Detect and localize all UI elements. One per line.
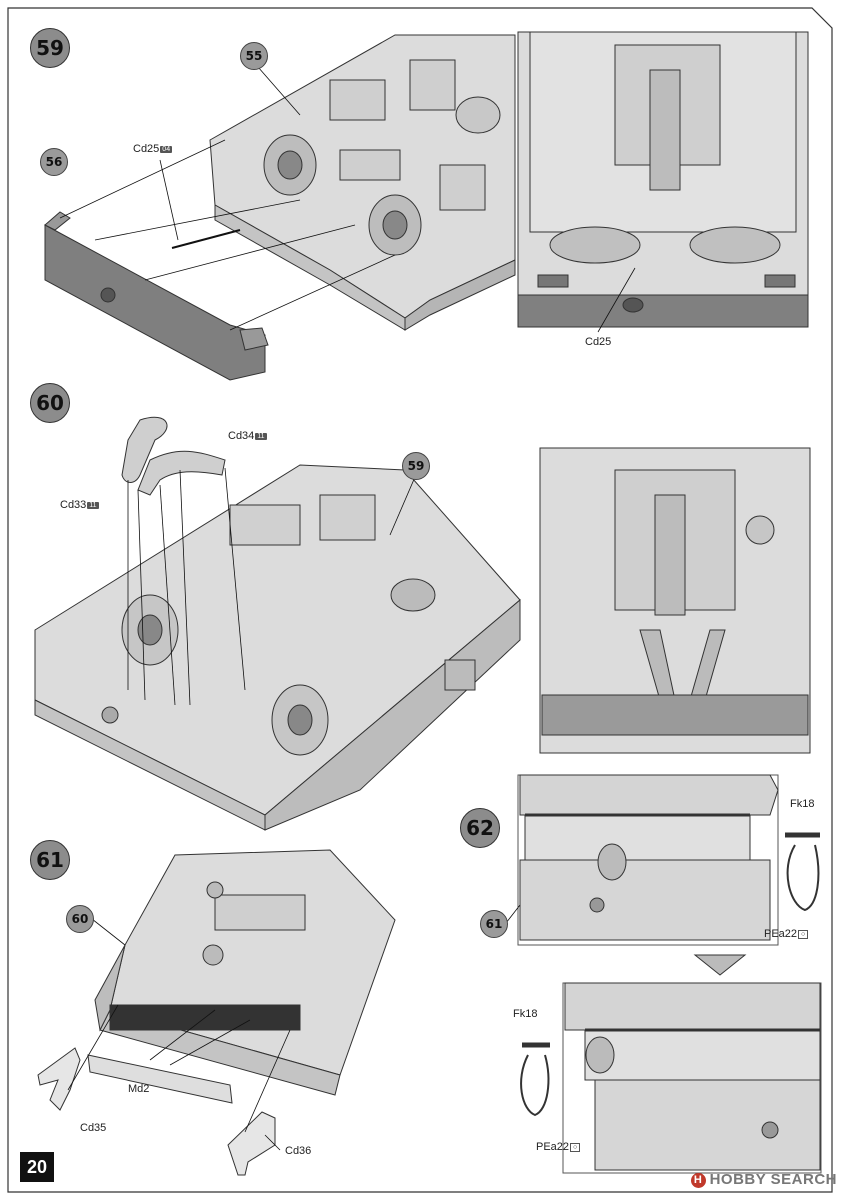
ref-step-61: 61 xyxy=(480,910,508,938)
step59-hull-iso xyxy=(209,34,516,331)
step60-top-view xyxy=(539,447,811,754)
ref-step-60: 60 xyxy=(66,905,94,933)
part-label-cd25-topview: Cd25 xyxy=(585,336,612,348)
step62-detail-top xyxy=(517,774,820,946)
step62-ref-leader xyxy=(505,904,521,924)
step-number-61: 61 xyxy=(30,840,70,880)
part-label-fk18-bottom: Fk18 xyxy=(513,1008,538,1020)
step60-hull-iso xyxy=(34,464,521,831)
ref-step-59: 59 xyxy=(402,452,430,480)
step-number-62: 62 xyxy=(460,808,500,848)
step59-leader-lines xyxy=(59,66,396,331)
part-label-pea22-bottom: PEa22○ xyxy=(536,1141,581,1153)
step-number-60: 60 xyxy=(30,383,70,423)
step61-parts xyxy=(37,1047,276,1176)
part-label-cd36: Cd36 xyxy=(285,1145,312,1157)
step59-view-leader xyxy=(597,267,636,333)
part-label-pea22-top: PEa22○ xyxy=(764,928,809,940)
part-label-cd35: Cd35 xyxy=(80,1122,107,1134)
step62-detail-bottom xyxy=(520,982,822,1174)
part-label-fk18-top: Fk18 xyxy=(790,798,815,810)
part-label-md2: Md2 xyxy=(128,1083,150,1095)
step61-hull-iso xyxy=(94,849,396,1096)
ref-step-55: 55 xyxy=(240,42,268,70)
hobby-search-logo-icon: H xyxy=(690,1173,706,1188)
step59-top-view xyxy=(517,31,809,328)
step62-arrow xyxy=(693,954,747,976)
watermark-text: HOBBY SEARCH xyxy=(709,1171,837,1188)
step-number-59: 59 xyxy=(30,28,70,68)
step60-hoses xyxy=(121,416,226,496)
page-number: 20 xyxy=(20,1152,54,1182)
ref-step-56: 56 xyxy=(40,148,68,176)
step59-bumper xyxy=(44,211,269,381)
step60-leader-lines xyxy=(127,467,416,706)
step61-leader-lines xyxy=(67,918,291,1151)
